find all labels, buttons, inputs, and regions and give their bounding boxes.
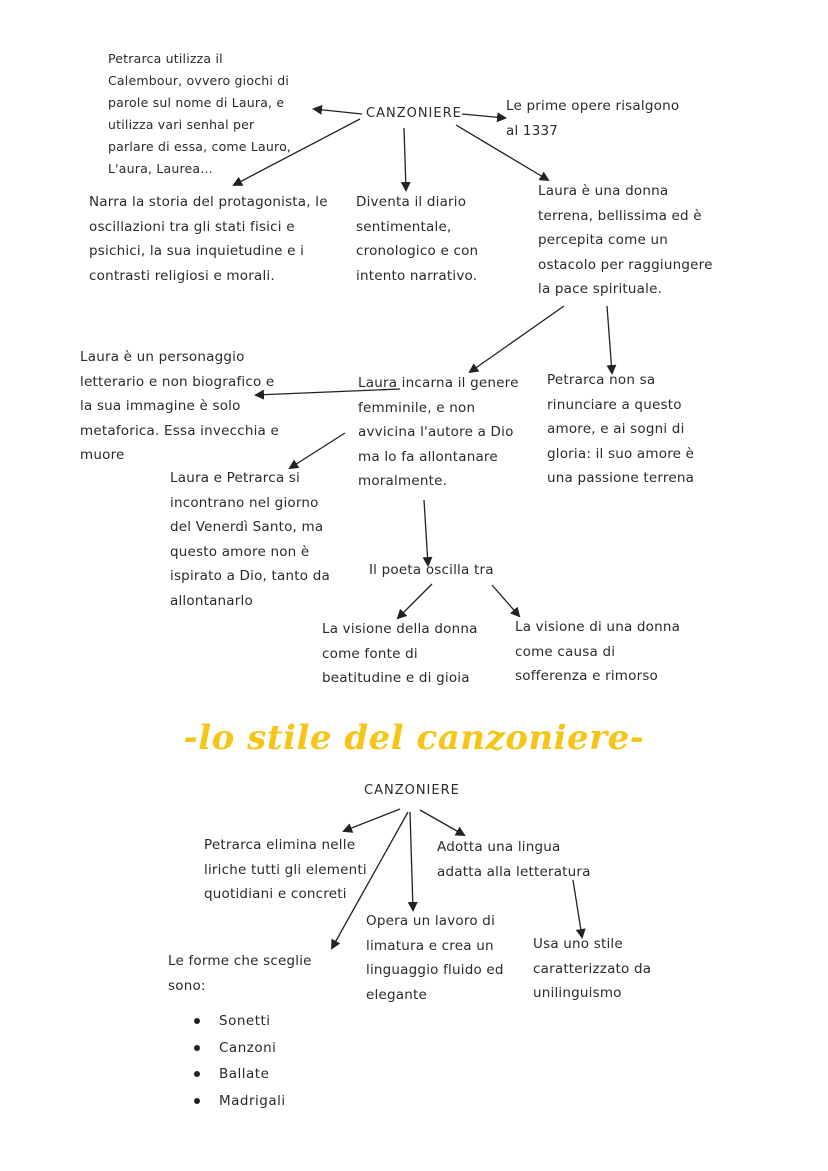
- node-poeta-oscilla: Il poeta oscilla tra: [369, 562, 494, 578]
- canzoniere-center-1: CANZONIERE: [366, 106, 462, 121]
- arrow-to-poeta-oscilla: [422, 499, 433, 567]
- arrow-to-calembour: [312, 104, 363, 115]
- node-lingua: Adotta una lingua adatta alla letteratur…: [437, 839, 591, 880]
- arrow-to-elimina: [342, 808, 401, 833]
- list-item: Madrigali: [188, 1088, 286, 1115]
- list-item: Sonetti: [188, 1008, 286, 1035]
- node-calembour: Petrarca utilizza il Calembour, ovvero g…: [108, 51, 292, 176]
- node-narra: Narra la storia del protagonista, le osc…: [89, 194, 328, 284]
- node-diario: Diventa il diario sentimentale, cronolog…: [356, 194, 479, 284]
- node-prime-opere: Le prime opere risalgono al 1337: [506, 98, 680, 139]
- arrow-to-venerdi-santo: [288, 432, 346, 470]
- node-petrarca-rinunciare: Petrarca non sa rinunciare a questo amor…: [547, 372, 695, 486]
- node-laura-donna: Laura è una donna terrena, bellissima ed…: [538, 183, 713, 297]
- arrow-to-visione-gioia: [396, 583, 433, 620]
- node-elimina: Petrarca elimina nelle liriche tutti gli…: [204, 837, 367, 902]
- list-item: Canzoni: [188, 1035, 286, 1062]
- arrow-to-visione-rimorso: [491, 584, 521, 618]
- node-visione-gioia: La visione della donna come fonte di bea…: [322, 621, 478, 686]
- arrow-to-laura-incarna: [468, 305, 565, 374]
- node-limatura: Opera un lavoro di limatura e crea un li…: [366, 913, 504, 1003]
- forme-list: Sonetti Canzoni Ballate Madrigali: [188, 1008, 286, 1114]
- arrow-to-petrarca-rinunciare: [606, 305, 617, 375]
- node-venerdi-santo: Laura e Petrarca si incontrano nel giorn…: [170, 470, 330, 609]
- list-item: Ballate: [188, 1061, 286, 1088]
- node-unilinguismo: Usa uno stile caratterizzato da unilingu…: [533, 936, 652, 1001]
- canzoniere-center-2: CANZONIERE: [364, 783, 460, 798]
- arrow-to-limatura: [407, 811, 418, 912]
- arrow-to-diario: [400, 127, 411, 192]
- section-title: -lo stile del canzoniere-: [183, 718, 645, 758]
- arrow-to-prime-opere: [461, 112, 507, 123]
- arrow-to-lingua: [419, 809, 466, 836]
- arrow-to-unilinguismo: [572, 879, 586, 939]
- node-laura-incarna: Laura incarna il genere femminile, e non…: [358, 375, 519, 489]
- node-laura-personaggio: Laura è un personaggio letterario e non …: [80, 349, 279, 463]
- node-visione-rimorso: La visione di una donna come causa di so…: [515, 619, 681, 684]
- node-forme: Le forme che sceglie sono:: [168, 953, 312, 994]
